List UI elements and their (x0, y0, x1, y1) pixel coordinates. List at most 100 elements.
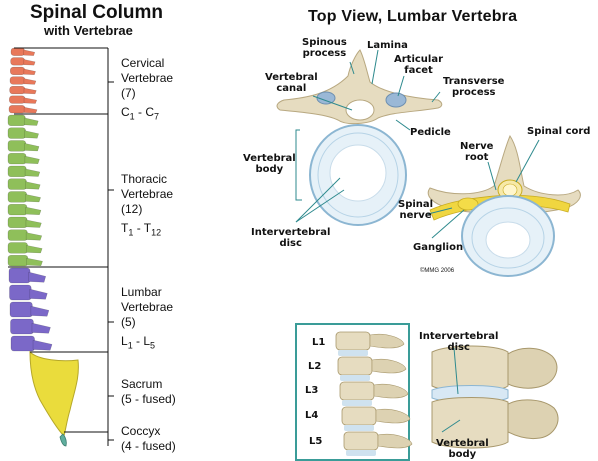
thoracic-vertebra (8, 243, 28, 254)
cervical-vertebra (9, 105, 25, 113)
lumbar-spinous-process (33, 340, 52, 350)
side-vertebra-body (336, 332, 370, 350)
thoracic-vertebra (8, 141, 26, 152)
spine-illustration (8, 48, 78, 446)
label-ganglion: Ganglion (413, 242, 463, 253)
lumbar-vertebra (11, 336, 35, 351)
lumbar-spinous-process (32, 323, 51, 333)
articular-facet (386, 93, 406, 107)
thoracic-vertebra (8, 217, 27, 228)
thoracic-spinous-process (24, 118, 38, 126)
thoracic-vertebra (8, 204, 27, 215)
side-disc (344, 425, 374, 431)
side-vertebra-body (338, 357, 372, 375)
cervical-vertebra (10, 86, 25, 94)
thoracic-spinous-process (26, 245, 42, 253)
copyright: ©MMG 2006 (420, 268, 454, 274)
cervical-spinous-process (24, 59, 35, 65)
cervical-spinous-process (24, 69, 36, 75)
cervical-spinous-process (24, 107, 37, 113)
thoracic-vertebra (8, 192, 27, 203)
cervical-vertebra (10, 67, 24, 75)
thoracic-spinous-process (25, 169, 40, 177)
thoracic-spinous-process (26, 194, 41, 202)
label-pedicle: Pedicle (410, 127, 451, 138)
thoracic-vertebra (8, 230, 27, 241)
top-view-with-cord (428, 136, 580, 276)
lumbar-spinous-process (30, 289, 48, 299)
lumbar-vertebra (10, 285, 32, 300)
thoracic-spinous-process (27, 258, 43, 266)
cervical-spinous-process (24, 88, 36, 94)
side-vertebra-body (340, 382, 374, 400)
side-disc (346, 450, 376, 456)
cervical-spinous-process (24, 50, 35, 56)
level-l1: L1 (312, 337, 325, 348)
label-lamina: Lamina (367, 40, 408, 51)
region-cervical: Cervical Vertebrae (7) C1 - C7 (121, 56, 173, 124)
side-disc (338, 350, 368, 356)
lumbar-vertebra (11, 319, 34, 334)
region-sacrum: Sacrum (5 - fused) (121, 377, 176, 407)
cervical-vertebra (9, 96, 25, 104)
thoracic-spinous-process (26, 233, 42, 241)
region-thoracic: Thoracic Vertebrae (12) T1 - T12 (121, 172, 173, 240)
thoracic-spinous-process (26, 220, 41, 228)
left-title: Spinal Column (30, 2, 163, 24)
thoracic-spinous-process (26, 207, 41, 215)
side-vertebra-body (342, 407, 376, 425)
thoracic-vertebra (8, 179, 26, 190)
level-l5: L5 (309, 436, 322, 447)
level-l2: L2 (308, 361, 321, 372)
cervical-vertebra (11, 58, 25, 66)
side-disc (340, 375, 370, 381)
thoracic-vertebra (8, 166, 26, 177)
lumbar-vertebra (10, 302, 32, 317)
vertebral-canal (346, 100, 374, 120)
cervical-vertebra (10, 77, 25, 85)
lumbar-vertebrae (9, 268, 52, 351)
vertebra-section-illustration (432, 346, 558, 448)
thoracic-vertebra (8, 255, 28, 266)
region-coccyx: Coccyx (4 - fused) (121, 424, 176, 454)
thoracic-vertebra (8, 128, 26, 139)
thoracic-vertebra (8, 115, 25, 126)
coccyx (60, 434, 66, 446)
level-l3: L3 (305, 385, 318, 396)
side-disc (342, 400, 372, 406)
lumbar-vertebra (9, 268, 30, 283)
thoracic-spinous-process (24, 131, 38, 139)
thoracic-range: T1 - T12 (121, 221, 173, 240)
lumbar-spinous-process (29, 272, 46, 282)
level-l4: L4 (305, 410, 318, 421)
region-lumbar: Lumbar Vertebrae (5) L1 - L5 (121, 285, 173, 353)
thoracic-spinous-process (25, 143, 39, 151)
label-section-intervertebral-disc: Intervertebraldisc (419, 331, 498, 353)
lumbar-range: L1 - L5 (121, 334, 173, 353)
label-spinal-cord: Spinal cord (527, 126, 590, 137)
sacrum (30, 352, 78, 436)
cervical-vertebrae (9, 48, 37, 113)
cervical-spinous-process (24, 98, 37, 104)
cervical-range: C1 - C7 (121, 105, 173, 124)
side-vertebra-body (344, 432, 378, 450)
cervical-spinous-process (24, 79, 36, 85)
lumbar-spinous-process (31, 306, 49, 316)
top-view-title: Top View, Lumbar Vertebra (308, 8, 517, 26)
thoracic-vertebra (8, 153, 26, 164)
thoracic-vertebrae (8, 115, 43, 266)
thoracic-spinous-process (25, 182, 40, 190)
thoracic-spinous-process (25, 156, 40, 164)
cervical-vertebra (11, 48, 25, 56)
left-subtitle: with Vertebrae (44, 23, 133, 38)
